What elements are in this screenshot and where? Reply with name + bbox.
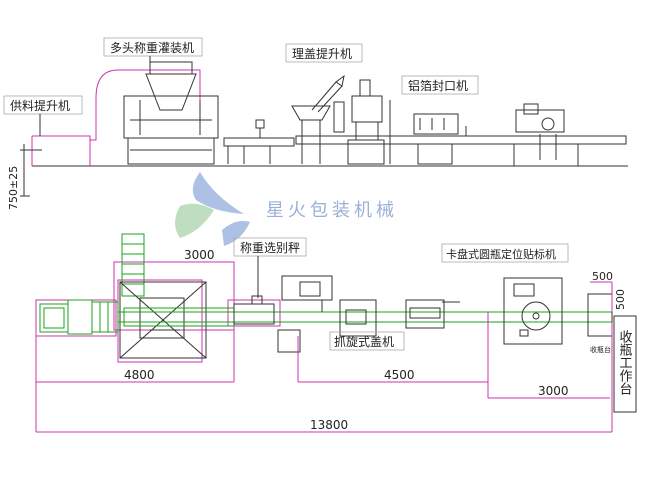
labeler-side-machine [513,103,579,167]
dimension-lines [35,261,613,433]
side-view [20,61,628,197]
foil-sealer-machine [413,113,467,165]
feeder-label: 供料提升机 [10,98,70,113]
feeder-plan-machine [39,299,119,335]
plan-view [35,233,637,413]
filler-plan-machine [119,281,207,359]
plan-conveyor [118,311,612,323]
dim-4500: 4500 [384,368,415,382]
collect-small-box [587,293,613,337]
brand-watermark: 星火包装机械 [175,172,398,246]
dim-500-b: 500 [614,289,627,310]
multihead-filler-label: 多头称重灌装机 [110,41,194,55]
cap-elevator-label: 理盖提升机 [292,46,352,61]
dim-3000-top: 3000 [184,248,215,262]
dim-13800: 13800 [310,418,348,432]
side-view-labels: 供料提升机 多头称重灌装机 理盖提升机 铝箔封口机 750±25 [3,37,479,210]
cap-elevator-machine [291,74,345,164]
foil-sealer-plan-machine [405,299,460,329]
dim-3000-right: 3000 [538,384,569,398]
checkweigher-machine [233,295,301,353]
watermark-text: 星火包装机械 [266,200,398,221]
capper-side-machine [347,79,391,165]
side-conveyor [223,119,627,164]
collect-small-label: 收瓶台 [590,345,611,354]
dimension-texts: 3000 4800 4500 3000 13800 500 500 [124,248,627,432]
capper-plan-machine [281,275,377,337]
collect-table-label: 收瓶工作台 [617,330,633,395]
foil-sealer-label: 铝箔封口机 [408,78,468,93]
brand-logo-icon [175,172,250,246]
feeder-elevator [31,69,201,166]
capper-label: 抓旋式盖机 [334,335,394,349]
labeler-label: 卡盘式圆瓶定位贴标机 [446,247,556,261]
multihead-filler-machine [123,61,219,165]
dim-4800: 4800 [124,368,155,382]
plan-view-labels: 称重选别秤 抓旋式盖机 卡盘式圆瓶定位贴标机 收瓶台 收瓶工作台 [233,237,633,395]
height-note: 750±25 [7,166,20,210]
checkweigher-label: 称重选别秤 [240,241,300,255]
dim-500-a: 500 [592,270,613,283]
feeder-ladder [121,233,145,297]
collect-table [613,315,637,413]
labeler-plan-machine [503,277,563,345]
